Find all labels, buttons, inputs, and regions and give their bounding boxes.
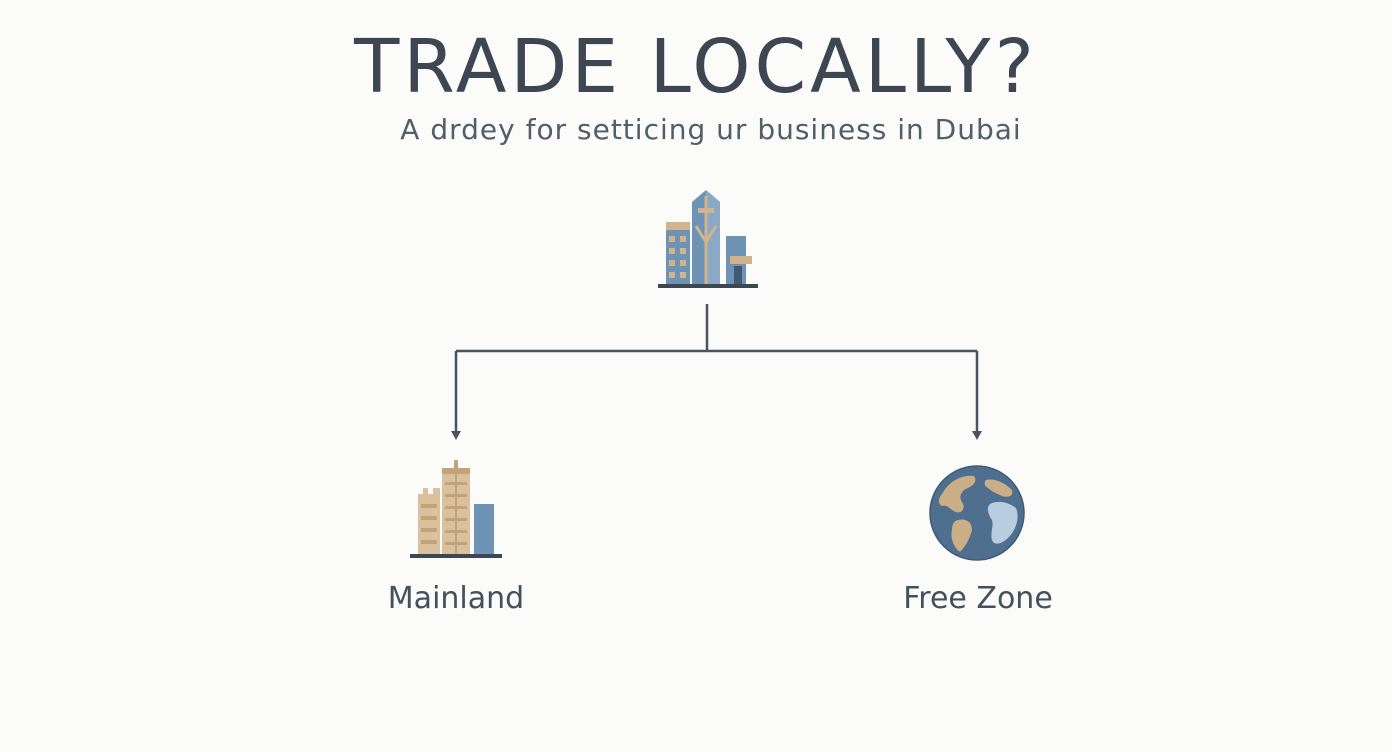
page-title: TRADE LOCALLY?	[354, 24, 1038, 110]
office-buildings-icon	[410, 460, 502, 558]
arrowhead-right	[972, 431, 982, 440]
free-zone-label: Free Zone	[903, 581, 1053, 616]
city-buildings-icon	[658, 190, 758, 288]
mainland-label: Mainland	[387, 581, 525, 616]
globe-icon	[929, 465, 1025, 561]
page-subtitle: A drdey for setticing ur business in Dub…	[400, 113, 1022, 146]
arrowhead-left	[451, 431, 461, 440]
